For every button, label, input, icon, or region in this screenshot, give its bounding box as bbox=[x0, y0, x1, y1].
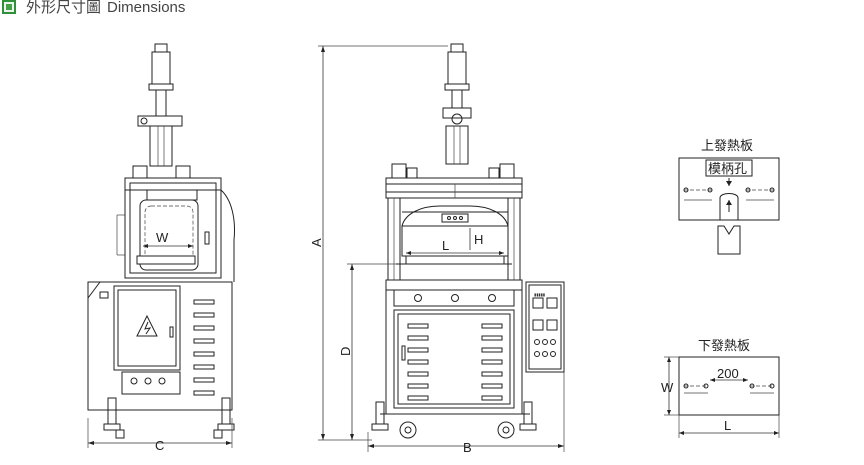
upper-plate-title: 上發熱板 bbox=[701, 139, 753, 154]
side-view: W bbox=[87, 43, 235, 453]
dim-b-label: B bbox=[463, 440, 472, 455]
upper-heating-plate: 上發熱板 模柄孔 bbox=[678, 139, 780, 255]
dim-h-label: H bbox=[474, 232, 483, 247]
lower-dim-w-label: W bbox=[661, 380, 674, 395]
lower-heating-plate: 下發熱板 200 W L bbox=[661, 339, 780, 438]
dim-c-label: C bbox=[155, 438, 164, 453]
svg-text:▮▮▮▮▮: ▮▮▮▮▮ bbox=[534, 292, 545, 297]
green-square-icon bbox=[2, 0, 16, 14]
front-view: L H bbox=[309, 43, 565, 455]
lower-plate-title: 下發熱板 bbox=[698, 339, 750, 354]
lower-dim-l-label: L bbox=[724, 418, 731, 433]
lower-dim-200-label: 200 bbox=[717, 366, 739, 381]
dim-l-mid-label: L bbox=[442, 238, 449, 253]
dim-d-label: D bbox=[338, 347, 353, 356]
mold-handle-hole-label: 模柄孔 bbox=[708, 162, 747, 177]
dim-w-small-label: W bbox=[156, 230, 169, 245]
dim-a-label: A bbox=[309, 238, 324, 247]
